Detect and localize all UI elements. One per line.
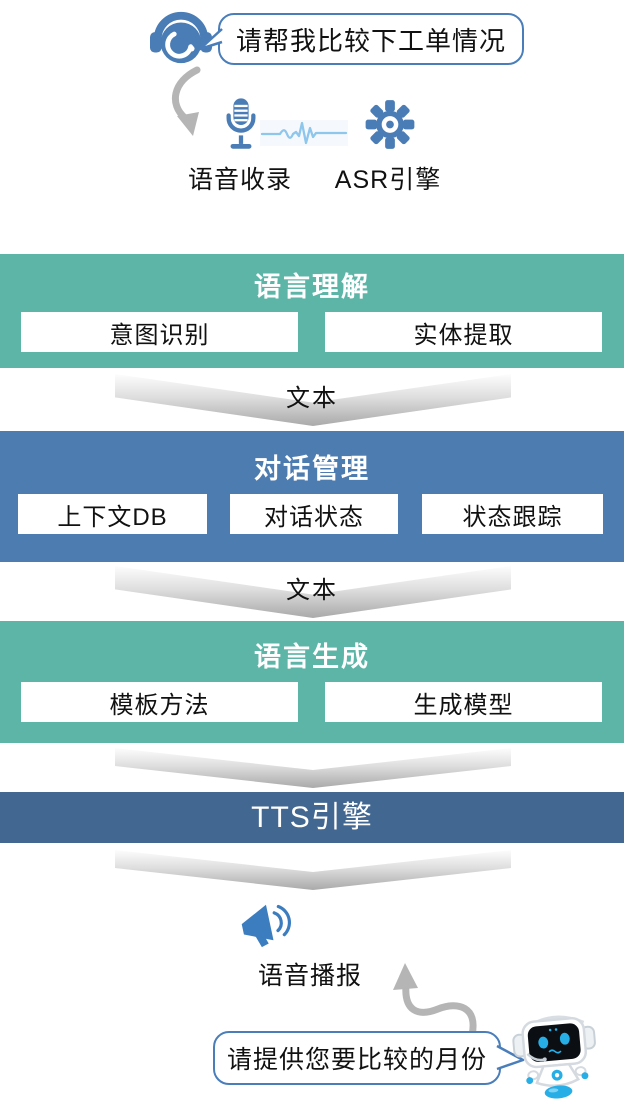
bot-speech-bubble: 请提供您要比较的月份 (213, 1031, 525, 1085)
tts-engine-block: TTS引擎 (0, 792, 624, 843)
megaphone-icon (241, 904, 292, 948)
user-speech-bubble: 请帮我比较下工单情况 (198, 13, 524, 65)
nlg-title: 语言生成 (254, 642, 370, 672)
dm-item-context-db: 上下文DB (18, 494, 207, 534)
audio-waveform-icon (260, 120, 348, 146)
user-speech-text: 请帮我比较下工单情况 (235, 25, 506, 56)
nlu-block: 语言理解 意图识别 实体提取 (0, 254, 624, 368)
asr-engine-label: ASR引擎 (334, 166, 442, 194)
voice-capture-label: 语音收录 (187, 166, 292, 194)
voice-broadcast-label: 语音播报 (257, 962, 362, 990)
nlg-block: 语言生成 模板方法 生成模型 (0, 621, 624, 743)
curved-arrow-down-icon (172, 66, 201, 136)
robot-mascot-icon (512, 1015, 596, 1099)
dm-item-dialogue-state: 对话状态 (230, 494, 398, 534)
nlg-item-template-method: 模板方法 (21, 682, 298, 722)
dialogue-management-block: 对话管理 上下文DB 对话状态 状态跟踪 (0, 431, 624, 562)
bot-speech-text: 请提供您要比较的月份 (226, 1046, 487, 1074)
nlg-item-generative-model: 生成模型 (325, 682, 602, 722)
nlu-item-entity-extraction: 实体提取 (325, 312, 602, 352)
bubble-tail-left (198, 28, 223, 51)
gear-icon (365, 100, 415, 149)
connector-text-label-1: 文本 (286, 385, 338, 412)
dm-title: 对话管理 (254, 454, 370, 484)
nlu-title: 语言理解 (254, 272, 370, 302)
nlu-item-intent-recognition: 意图识别 (21, 312, 298, 352)
tts-title: TTS引擎 (251, 801, 373, 834)
chevron-down-connector-3 (115, 748, 511, 788)
bubble-tail-right (496, 1044, 525, 1071)
curved-arrow-up-icon (393, 963, 477, 1039)
chevron-down-connector-4 (115, 850, 511, 890)
dm-item-state-tracking: 状态跟踪 (422, 494, 603, 534)
microphone-icon (226, 98, 256, 149)
connector-text-label-2: 文本 (286, 577, 338, 604)
